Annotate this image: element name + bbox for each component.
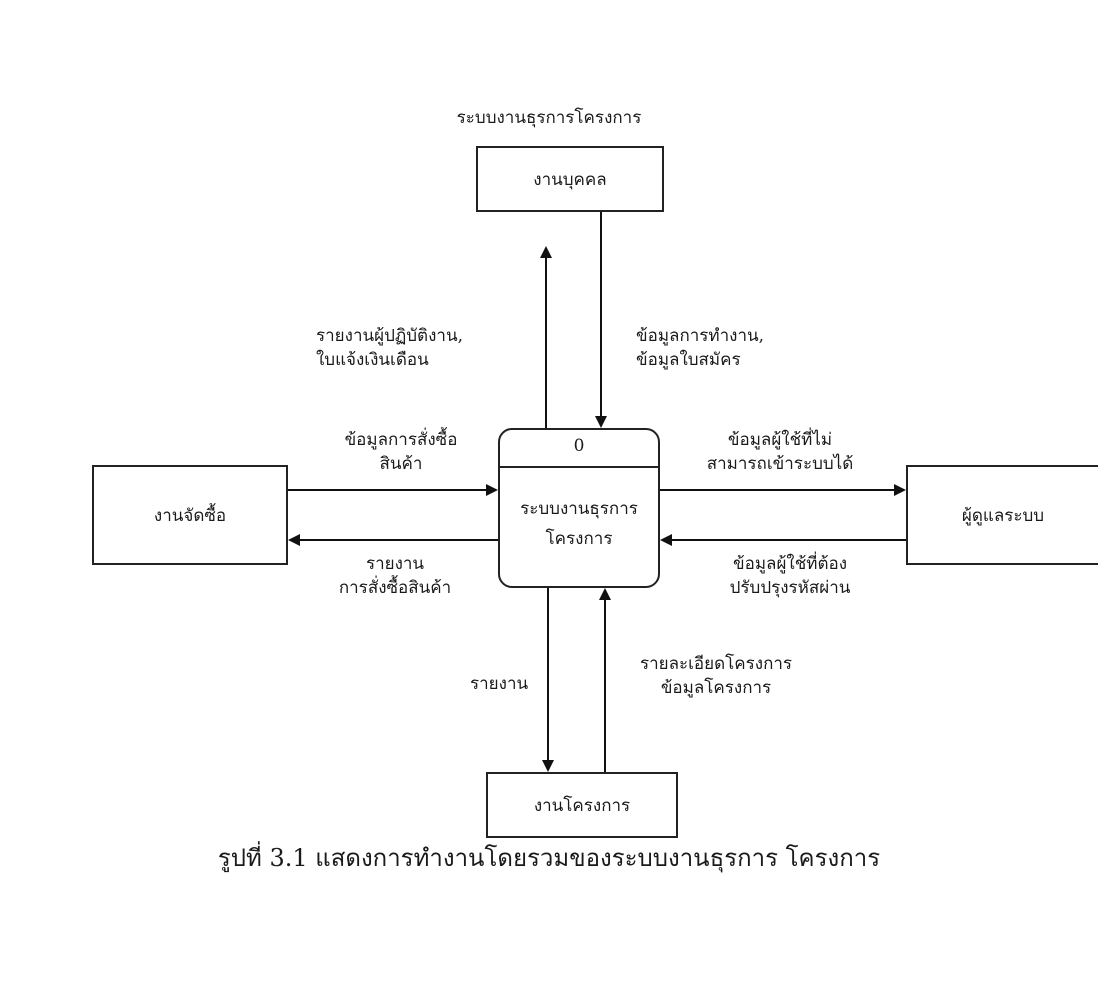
flow-label-to-purchasing: รายงาน การสั่งซื้อสินค้า bbox=[300, 552, 490, 600]
entity-admin: ผู้ดูแลระบบ bbox=[906, 465, 1098, 565]
entity-admin-label: ผู้ดูแลระบบ bbox=[961, 505, 1045, 526]
flow-label-line: รายงาน bbox=[470, 674, 529, 694]
flow-label-line: ข้อมูลโครงการ bbox=[660, 678, 772, 698]
flow-label-to-projects: รายงาน bbox=[470, 672, 528, 696]
process-id: 0 bbox=[573, 436, 585, 456]
flow-label-line: การสั่งซื้อสินค้า bbox=[338, 578, 452, 598]
entity-projects: งานโครงการ bbox=[486, 772, 678, 838]
flow-label-line: รายงาน bbox=[365, 554, 425, 574]
entity-projects-label: งานโครงการ bbox=[533, 795, 631, 816]
process-name: ระบบงานธุรการ โครงการ bbox=[520, 499, 638, 549]
flow-label-line: สินค้า bbox=[379, 454, 423, 474]
flow-label-line: รายละเอียดโครงการ bbox=[639, 654, 793, 674]
entity-personnel-label: งานบุคคล bbox=[533, 169, 607, 190]
flow-label-line: ข้อมูลใบสมัคร bbox=[636, 350, 741, 370]
flow-label-to-admin: ข้อมูลผู้ใช้ที่ไม่ สามารถเข้าระบบได้ bbox=[680, 428, 880, 476]
flow-label-line: ปรับปรุงรหัสผ่าน bbox=[729, 578, 851, 598]
diagram-title: ระบบงานธุรการโครงการ bbox=[456, 108, 642, 128]
process-divider bbox=[500, 466, 658, 468]
flow-label-from-projects: รายละเอียดโครงการ ข้อมูลโครงการ bbox=[616, 652, 816, 700]
entity-purchasing: งานจัดซื้อ bbox=[92, 465, 288, 565]
flow-label-line: รายงานผู้ปฏิบัติงาน, bbox=[316, 326, 463, 346]
flow-label-line: ข้อมูลผู้ใช้ที่ต้อง bbox=[732, 554, 847, 574]
flow-label-line: สามารถเข้าระบบได้ bbox=[706, 454, 854, 474]
process-0: 0 ระบบงานธุรการ โครงการ bbox=[498, 428, 660, 588]
figure-caption: รูปที่ 3.1 แสดงการทำงานโดยรวมของระบบงานธ… bbox=[217, 844, 881, 872]
flow-label-line: ข้อมูลผู้ใช้ที่ไม่ bbox=[727, 430, 833, 450]
flow-label-from-purchasing: ข้อมูลการสั่งซื้อ สินค้า bbox=[316, 428, 486, 476]
flow-label-from-admin: ข้อมูลผู้ใช้ที่ต้อง ปรับปรุงรหัสผ่าน bbox=[690, 552, 890, 600]
entity-purchasing-label: งานจัดซื้อ bbox=[153, 505, 227, 526]
flow-label-line: ข้อมูลการทำงาน, bbox=[636, 326, 765, 346]
flow-label-line: ใบแจ้งเงินเดือน bbox=[316, 350, 429, 370]
flow-label-from-personnel: ข้อมูลการทำงาน, ข้อมูลใบสมัคร bbox=[636, 324, 764, 372]
flow-label-to-personnel: รายงานผู้ปฏิบัติงาน, ใบแจ้งเงินเดือน bbox=[316, 324, 463, 372]
entity-personnel: งานบุคคล bbox=[476, 146, 664, 212]
flow-label-line: ข้อมูลการสั่งซื้อ bbox=[344, 430, 458, 450]
